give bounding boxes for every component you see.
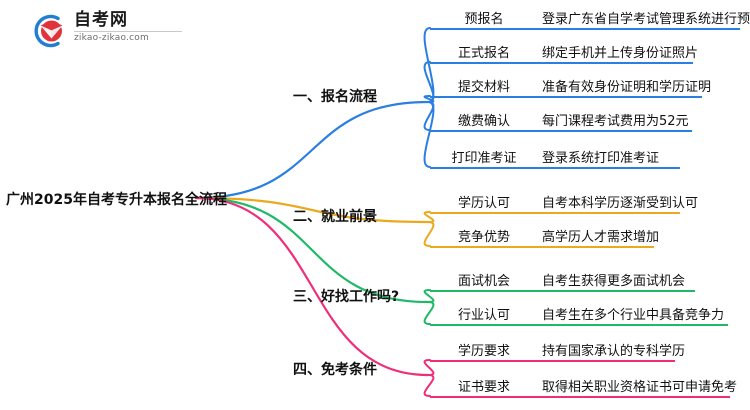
leaf-underline — [430, 167, 680, 169]
leaf-row[interactable]: 学历要求 持有国家承认的专科学历 — [430, 340, 685, 366]
leaf-key: 行业认可 — [457, 308, 510, 323]
leaf-underline — [430, 396, 730, 398]
leaf-value: 登录系统打印准考证 — [542, 151, 660, 166]
graduation-cap-logo-icon — [34, 14, 63, 48]
leaf-value: 绑定手机并上传身份证照片 — [542, 46, 699, 61]
leaf-value: 高学历人才需求增加 — [542, 230, 660, 245]
leaf-key: 证书要求 — [457, 380, 510, 395]
leaf-key: 学历认可 — [457, 196, 510, 211]
leaf-value: 自考本科学历逐渐受到认可 — [542, 196, 699, 211]
site-logo: 自考网 zikao-zikao.com — [28, 10, 188, 52]
branch-label-3[interactable]: 三、好找工作吗? — [293, 289, 400, 305]
leaf-underline — [430, 324, 728, 326]
logo-name-cn: 自考网 — [74, 10, 128, 30]
leaf-value: 取得相关职业资格证书可申请免考 — [542, 380, 738, 395]
leaf-key: 面试机会 — [457, 274, 510, 289]
leaf-key: 正式报名 — [457, 46, 510, 61]
leaf-value: 持有国家承认的专科学历 — [542, 344, 686, 359]
leaf-row[interactable]: 打印准考证 登录系统打印准考证 — [430, 147, 680, 173]
leaf-key: 缴费确认 — [457, 114, 510, 129]
leaf-value: 自考生获得更多面试机会 — [542, 274, 686, 289]
root-node-label: 广州2025年自考专升本报名全流程 — [6, 192, 227, 208]
leaf-row[interactable]: 竞争优势 高学历人才需求增加 — [430, 226, 659, 252]
leaf-underline — [430, 130, 692, 132]
leaf-underline — [430, 28, 740, 30]
leaf-key: 竞争优势 — [457, 230, 510, 245]
leaf-row[interactable]: 提交材料 准备有效身份证明和学历证明 — [430, 76, 711, 102]
branch-label-2[interactable]: 二、就业前景 — [293, 209, 377, 225]
leaf-key: 学历要求 — [457, 344, 510, 359]
leaf-key: 打印准考证 — [451, 151, 517, 166]
leaf-value: 登录广东省自学考试管理系统进行预报名 — [542, 12, 750, 27]
leaf-key: 预报名 — [464, 12, 504, 27]
leaf-underline — [430, 62, 693, 64]
leaf-key: 提交材料 — [457, 80, 510, 95]
logo-wordmark: 自考网 zikao-zikao.com — [74, 10, 188, 44]
leaf-underline — [430, 246, 654, 248]
leaf-row[interactable]: 缴费确认 每门课程考试费用为52元 — [430, 110, 692, 136]
leaf-row[interactable]: 行业认可 自考生在多个行业中具备竞争力 — [430, 304, 728, 330]
leaf-value: 每门课程考试费用为52元 — [542, 114, 689, 129]
leaf-underline — [430, 290, 695, 292]
leaf-row[interactable]: 证书要求 取得相关职业资格证书可申请免考 — [430, 376, 737, 402]
leaf-row[interactable]: 面试机会 自考生获得更多面试机会 — [430, 270, 695, 296]
leaf-row[interactable]: 正式报名 绑定手机并上传身份证照片 — [430, 42, 698, 68]
leaf-value: 准备有效身份证明和学历证明 — [542, 80, 712, 95]
leaf-row[interactable]: 学历认可 自考本科学历逐渐受到认可 — [430, 192, 698, 218]
leaf-underline — [430, 96, 702, 98]
leaf-underline — [430, 360, 675, 362]
leaf-underline — [430, 212, 680, 214]
leaf-row[interactable]: 预报名 登录广东省自学考试管理系统进行预报名 — [430, 8, 750, 34]
branch-label-1[interactable]: 一、报名流程 — [293, 89, 377, 105]
branch-label-4[interactable]: 四、免考条件 — [293, 362, 377, 378]
leaf-value: 自考生在多个行业中具备竞争力 — [542, 308, 725, 323]
logo-url: zikao-zikao.com — [74, 33, 149, 43]
logo-divider — [74, 31, 182, 32]
